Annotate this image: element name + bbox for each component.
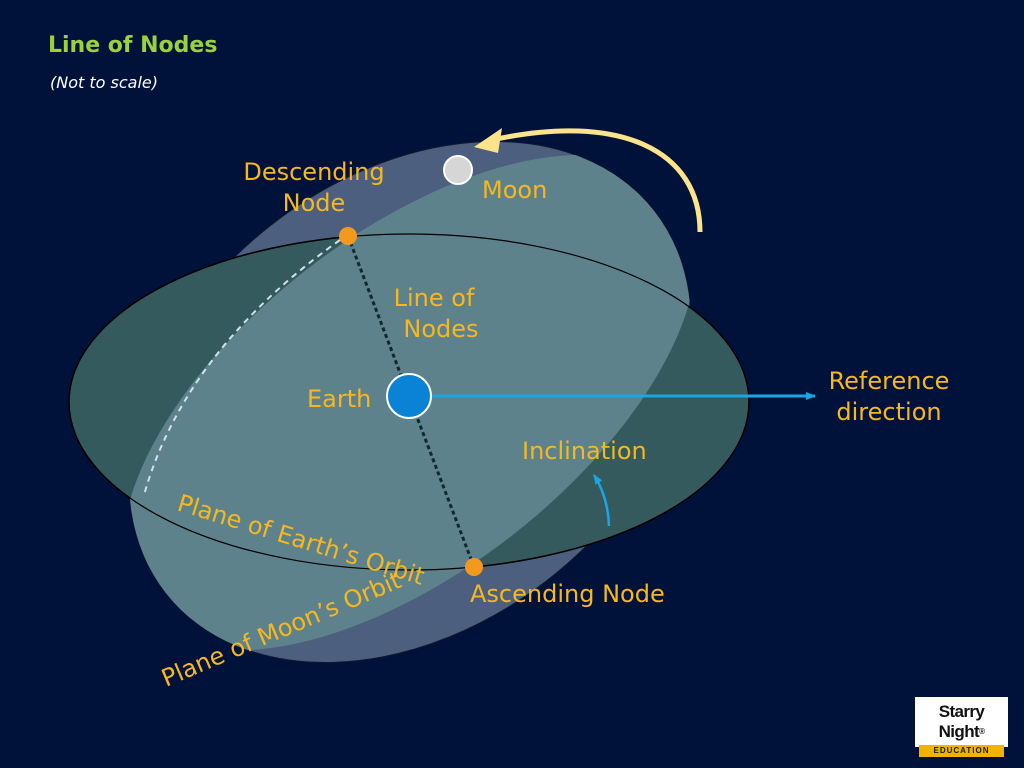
ascending-node-marker	[465, 558, 483, 576]
starry-night-education-logo: Starry Night® EDUCATION	[915, 697, 1008, 757]
reference-direction-label-line2: direction	[836, 398, 941, 426]
earth-icon	[386, 373, 432, 419]
moon-orbit-direction-arrow	[491, 128, 703, 233]
inclination-arrow	[592, 474, 611, 527]
reference-direction-label-line1: Reference	[829, 367, 950, 395]
logo-wordmark: Starry Night®	[938, 702, 985, 741]
inclination-label: Inclination	[522, 437, 647, 465]
earth-label: Earth	[307, 385, 371, 413]
descending-node-label-line2: Node	[283, 189, 346, 217]
descending-node-marker	[339, 227, 357, 245]
moon-icon	[443, 155, 473, 185]
diagram-subtitle: (Not to scale)	[50, 73, 158, 92]
diagram-title: Line of Nodes	[48, 33, 218, 58]
ascending-node-label: Ascending Node	[470, 580, 665, 608]
descending-node-label-line1: Descending	[243, 158, 384, 186]
moon-orbit-hidden-arc	[143, 239, 341, 496]
line-of-nodes-label-line2: Nodes	[403, 315, 478, 343]
logo-subtitle: EDUCATION	[919, 745, 1004, 757]
moon-label: Moon	[482, 176, 547, 204]
line-of-nodes-label-line1: Line of	[394, 284, 475, 312]
